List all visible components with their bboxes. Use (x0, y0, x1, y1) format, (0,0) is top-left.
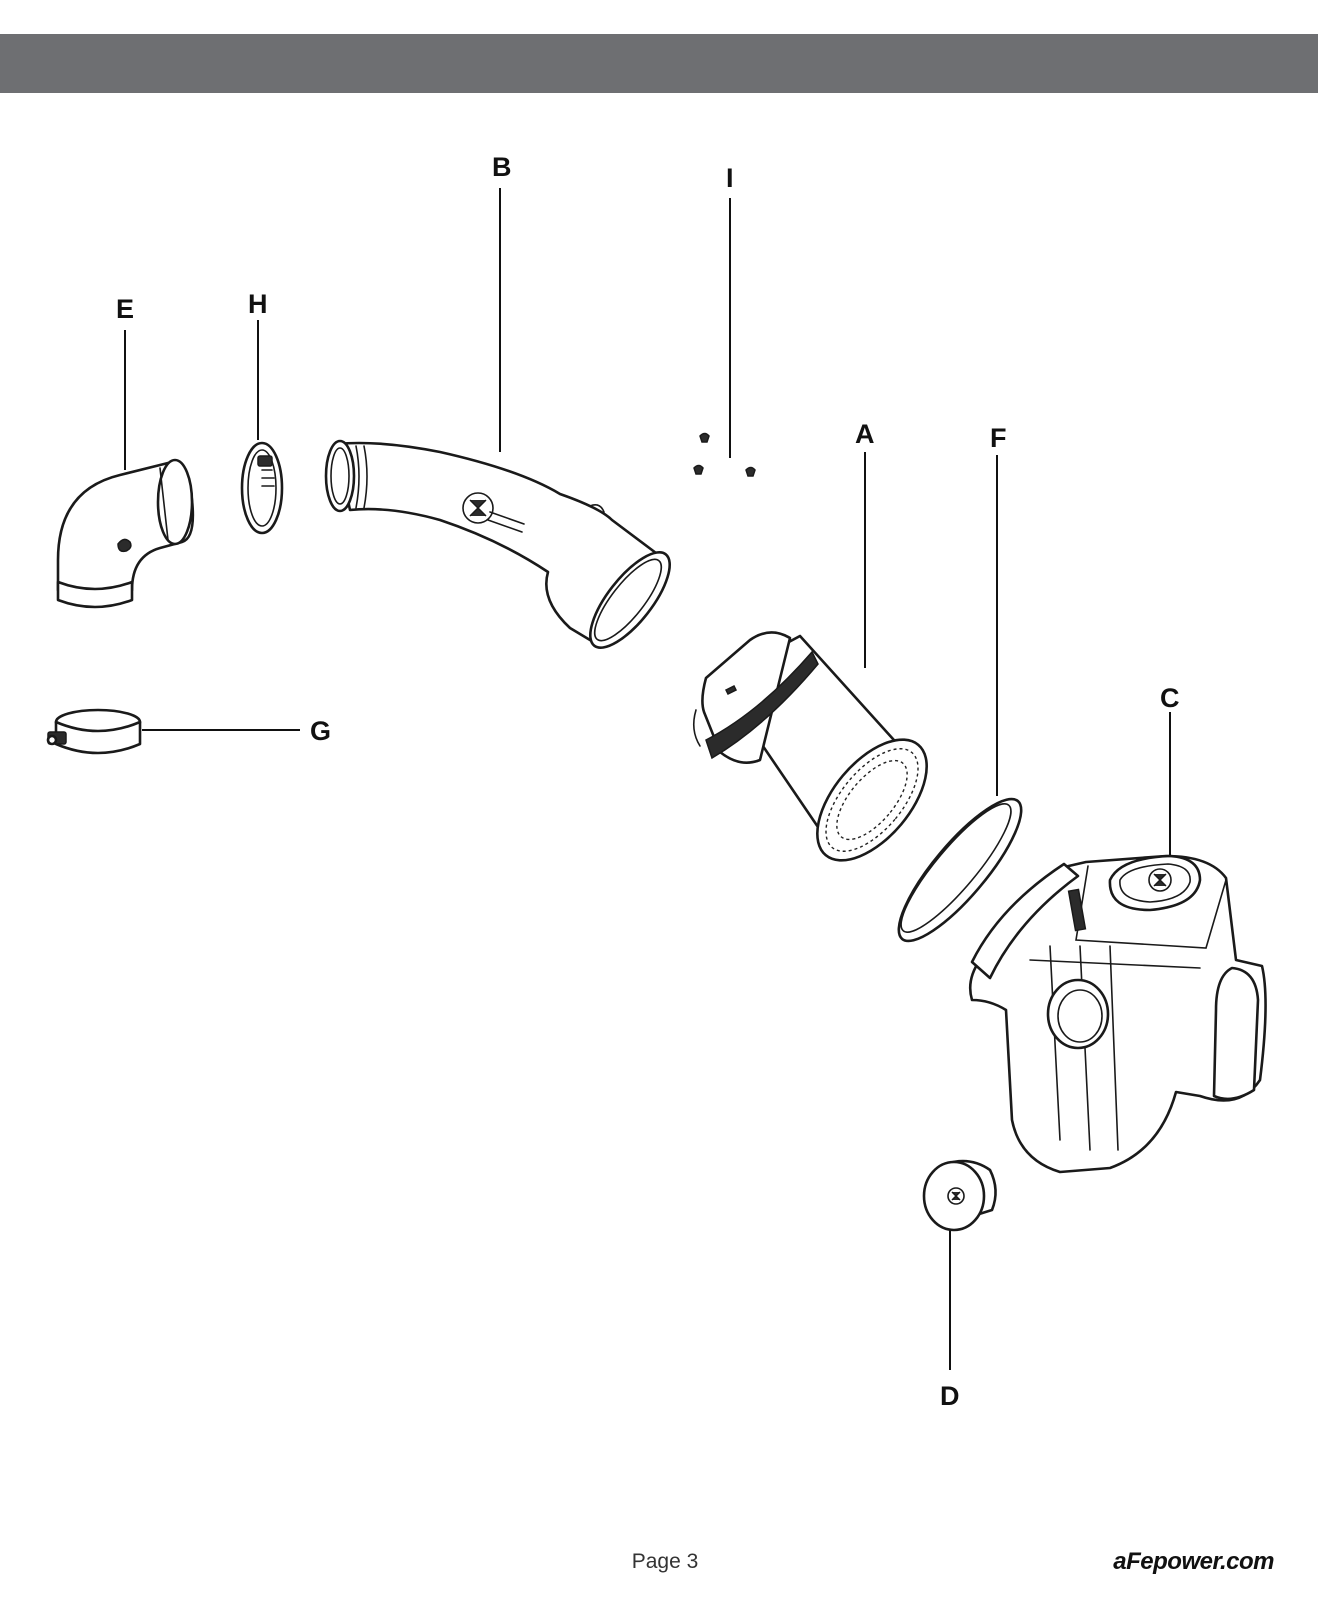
part-g-clamp (46, 708, 142, 755)
callout-f: F (990, 423, 1007, 453)
part-b-intake-tube (324, 439, 671, 649)
callout-c: C (1160, 683, 1180, 713)
part-c-airbox-housing (968, 854, 1267, 1174)
callout-b: B (492, 152, 512, 182)
part-h-hose-clamp (240, 441, 284, 535)
afe-logo-icon (462, 492, 525, 533)
part-f-gasket-ring (897, 797, 1023, 943)
callout-d: D (940, 1381, 960, 1411)
callout-a: A (855, 419, 875, 449)
callout-g: G (310, 716, 331, 746)
afe-logo-icon (1148, 868, 1172, 892)
afe-logo-icon (947, 1187, 965, 1205)
callout-i: I (726, 163, 734, 193)
page-number: Page 3 (631, 1550, 699, 1573)
header-bar (0, 34, 1318, 93)
part-i-screws (693, 432, 756, 477)
callout-h: H (248, 289, 268, 319)
part-d-cap-plug (922, 1159, 997, 1232)
part-a-air-filter (692, 631, 928, 862)
callout-e: E (116, 294, 134, 324)
website-url[interactable]: aFepower.com (1113, 1548, 1274, 1575)
part-e-elbow-coupler (56, 458, 195, 609)
